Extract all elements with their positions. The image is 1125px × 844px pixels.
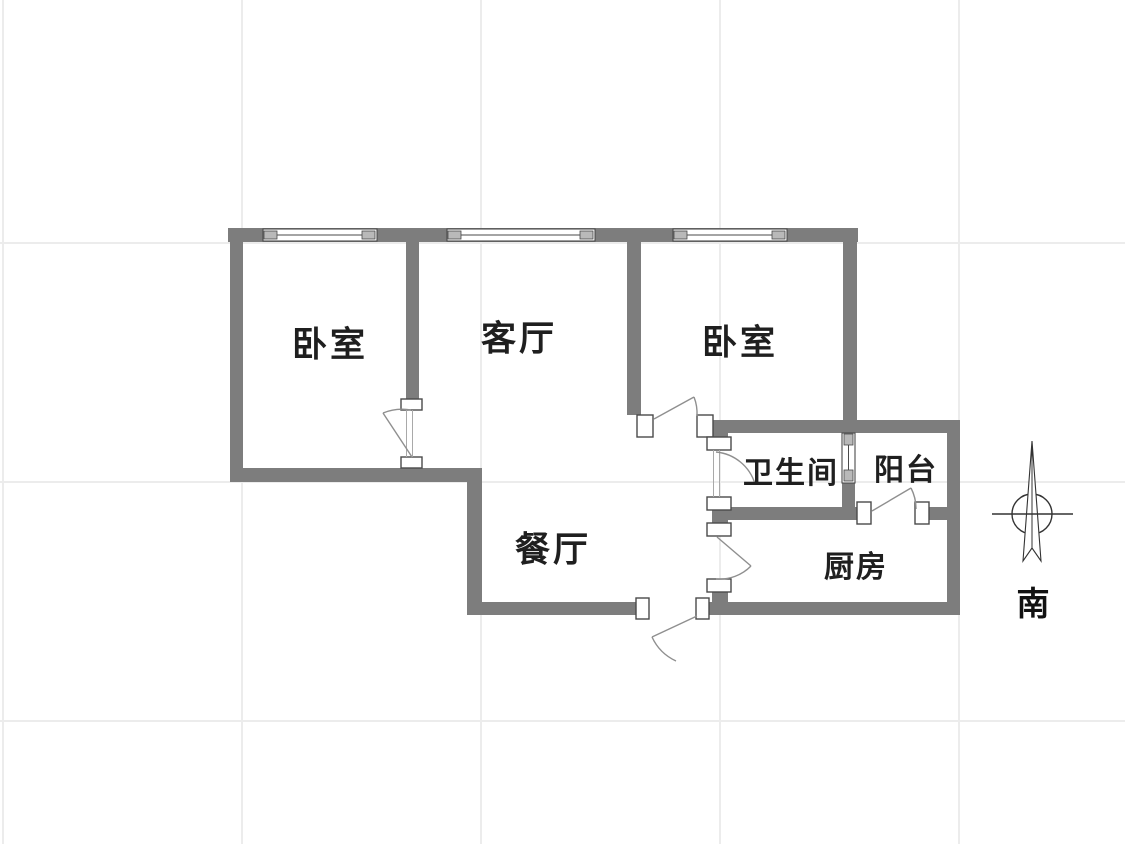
room-label-bedroom-right: 卧室 xyxy=(701,323,779,363)
door-swing-arc xyxy=(651,636,677,662)
window-bathroom-balcony xyxy=(841,432,856,484)
room-label-kitchen: 厨房 xyxy=(824,551,888,584)
door-jamb xyxy=(706,436,732,451)
wall-living-bedroom-right-divider xyxy=(627,242,641,415)
door-jamb xyxy=(635,597,650,620)
door-bedroom-right xyxy=(653,396,698,420)
wall-dining-left xyxy=(467,482,482,604)
window-cap xyxy=(361,230,376,240)
wall-corridor-divider-top xyxy=(712,420,728,438)
door-leaf xyxy=(653,396,695,420)
door-swing-arc xyxy=(693,396,698,417)
window-cap xyxy=(843,469,854,482)
door-leaf xyxy=(716,536,752,567)
door-leaf xyxy=(651,615,698,638)
door-jamb xyxy=(706,578,732,593)
door-swing-arc xyxy=(715,451,756,485)
window-cap xyxy=(447,230,462,240)
windows xyxy=(262,228,856,484)
grid-line-vertical xyxy=(480,0,482,844)
door-swing-arc xyxy=(382,408,412,414)
room-label-bathroom: 卫生间 xyxy=(743,457,839,490)
door-leaf xyxy=(871,487,912,512)
window-bedroom-left xyxy=(262,228,378,242)
walls xyxy=(228,228,960,615)
wall-bottom-kitchen xyxy=(709,602,960,615)
window-living-room xyxy=(446,228,596,242)
grid-line-vertical xyxy=(2,0,4,844)
wall-bedroom-right-outer xyxy=(843,242,857,433)
window-bedroom-right xyxy=(672,228,788,242)
compass-north-arrow-icon xyxy=(992,440,1073,563)
room-label-dining-room: 餐厅 xyxy=(514,530,592,570)
wall-bathroom-balcony-divider xyxy=(842,483,855,507)
door-balcony xyxy=(871,487,917,512)
door-swing-arc xyxy=(715,565,752,580)
door-bedroom-left xyxy=(382,408,413,458)
wall-right-outer xyxy=(947,420,960,615)
door-jamb xyxy=(856,501,872,525)
compass-south-label: 南 xyxy=(1016,587,1050,623)
wall-bedroom-left-bottom xyxy=(230,468,482,482)
room-label-bedroom-left: 卧室 xyxy=(291,325,369,365)
window-cap xyxy=(673,230,688,240)
window-cap xyxy=(771,230,786,240)
door-jamb xyxy=(400,398,423,411)
wall-left-outer xyxy=(230,242,243,482)
room-label-balcony: 阳台 xyxy=(874,454,938,487)
window-cap xyxy=(263,230,278,240)
door-jamb xyxy=(706,496,732,511)
wall-corridor-divider-bottom xyxy=(712,591,728,615)
door-jamb xyxy=(695,597,710,620)
door-jamb xyxy=(914,501,930,525)
doors xyxy=(382,396,917,662)
door-kitchen xyxy=(715,536,752,580)
wall-balcony-kitchen-stub xyxy=(928,507,947,520)
window-cap xyxy=(843,433,854,446)
grid-line-horizontal xyxy=(0,720,1125,722)
door-jamb xyxy=(696,414,714,438)
grid-line-horizontal xyxy=(0,242,1125,244)
wall-bedroom-right-bottom-balcony-top xyxy=(712,420,960,433)
door-jamb xyxy=(400,456,423,469)
door-bathroom xyxy=(713,450,756,497)
door-jamb xyxy=(636,414,654,438)
door-swing-arc xyxy=(910,487,917,510)
wall-corridor-divider-mid xyxy=(712,509,728,524)
door-jambs xyxy=(400,398,930,620)
window-cap xyxy=(579,230,594,240)
door-leaf xyxy=(382,412,413,458)
wall-bedroom-left-living-divider xyxy=(406,242,419,399)
grid-line-horizontal xyxy=(0,481,1125,483)
door-entry xyxy=(651,615,698,662)
room-label-living-room: 客厅 xyxy=(480,319,558,359)
wall-bottom-dining xyxy=(467,602,637,615)
door-jamb xyxy=(706,522,732,537)
wall-bathroom-kitchen-divider xyxy=(728,507,858,520)
